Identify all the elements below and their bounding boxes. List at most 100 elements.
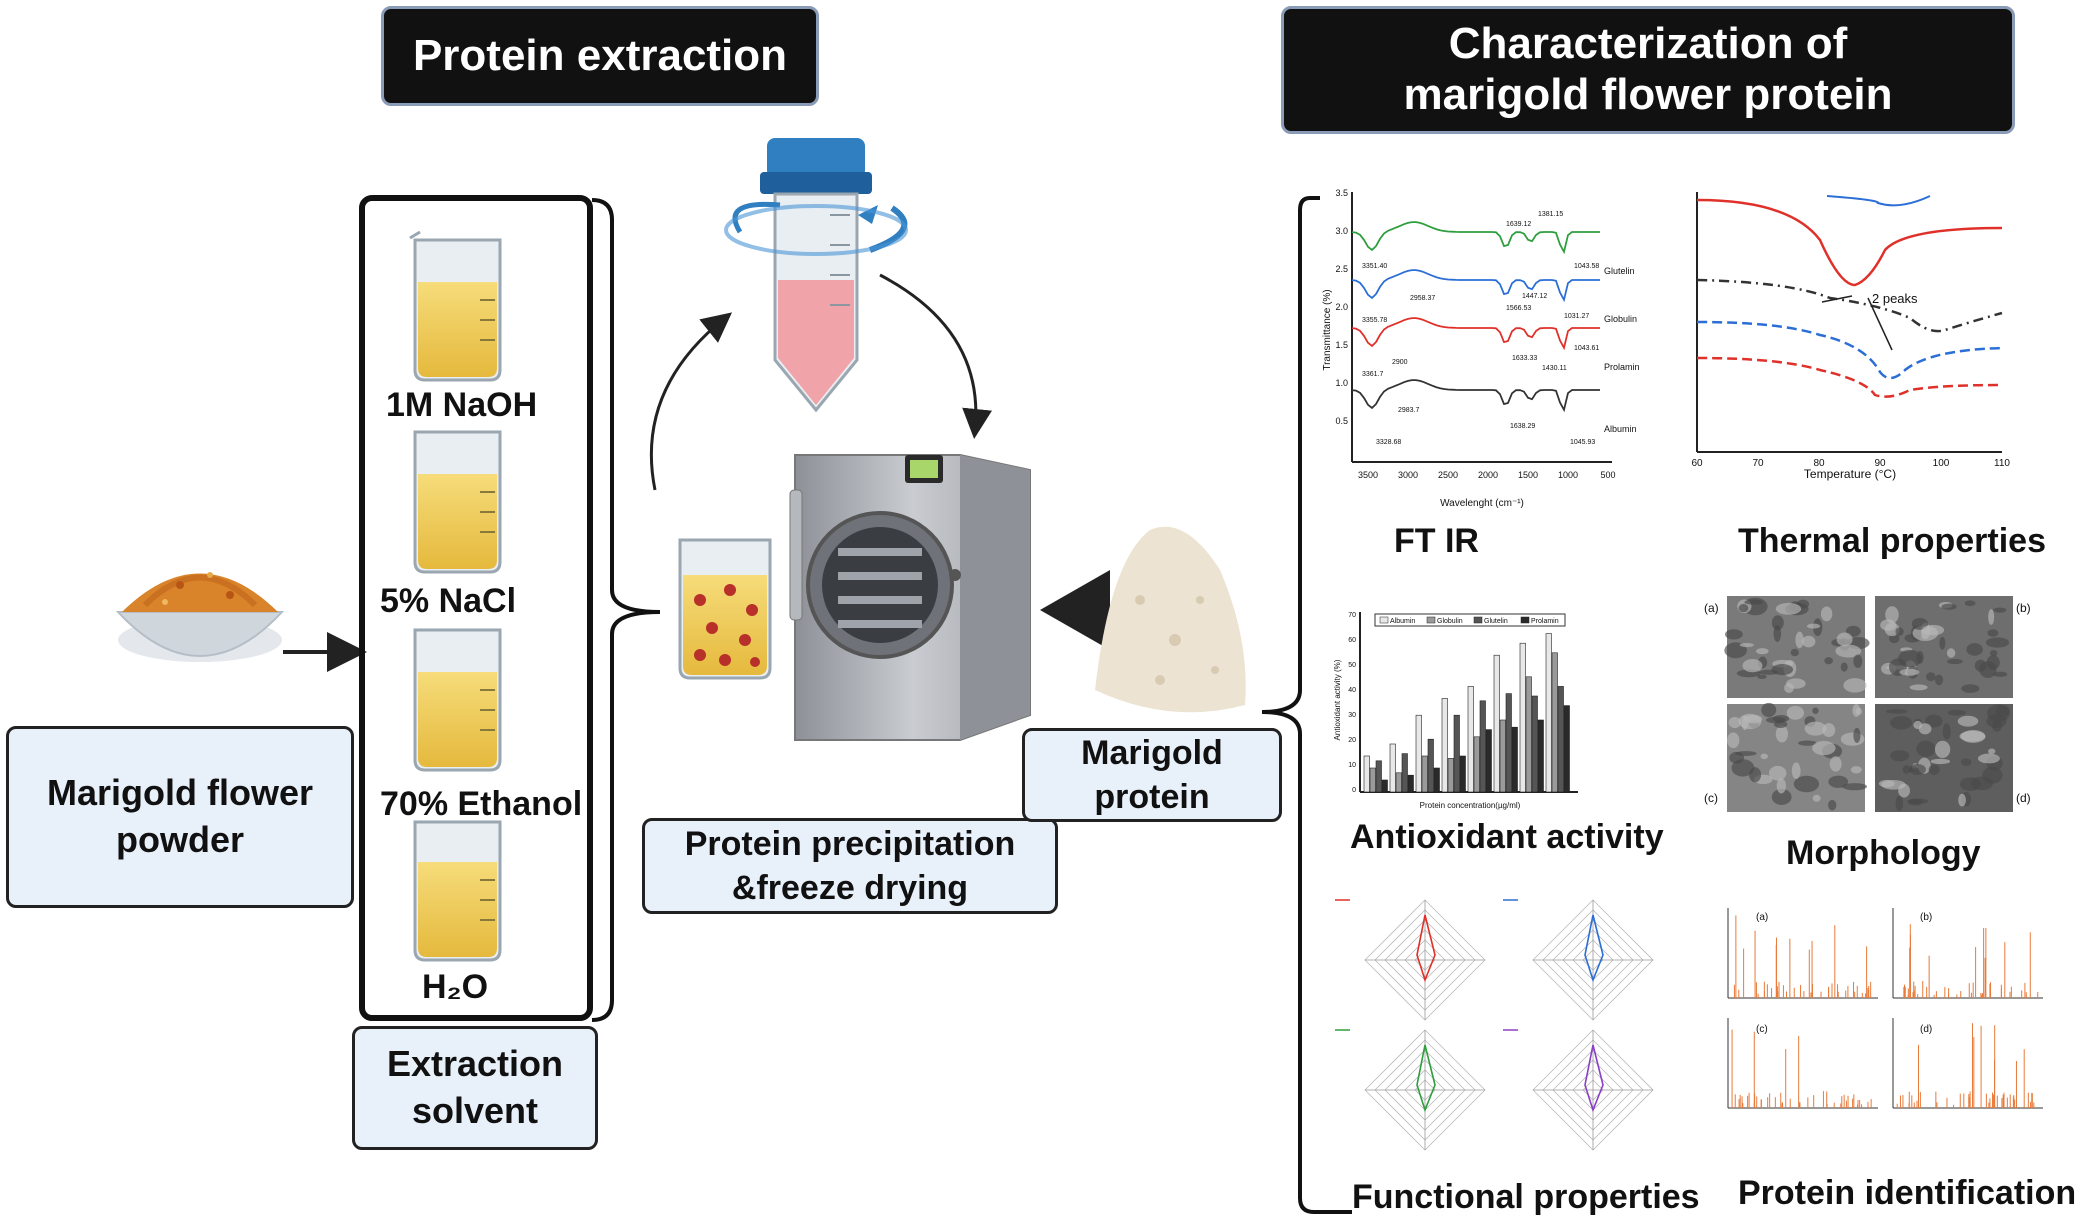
sem-particle <box>1988 609 1995 625</box>
radar-series <box>1584 1044 1604 1113</box>
sem-particle <box>1885 606 1899 624</box>
ftir-peak-label: 3355.78 <box>1362 317 1387 324</box>
caption-identification: Protein identification <box>1738 1174 2077 1212</box>
ftir-series-line <box>1351 379 1600 413</box>
ftir-peak-label: 1381.15 <box>1538 211 1563 218</box>
ftir-x-tick: 1500 <box>1518 470 1538 480</box>
sem-particle <box>1791 762 1801 780</box>
sem-particle <box>1786 705 1804 720</box>
antioxidant-bar <box>1389 743 1396 793</box>
sem-particle <box>1890 716 1913 730</box>
ftir-x-tick: 500 <box>1600 470 1615 480</box>
antioxidant-legend-swatch <box>1426 616 1436 624</box>
protein-powder-icon <box>1095 526 1246 713</box>
extraction-solvent-line2: solvent <box>411 1090 539 1131</box>
ftir-series-line <box>1351 269 1600 303</box>
radar-series <box>1416 1044 1436 1113</box>
ftir-series-label: Glutelin <box>1604 266 1635 276</box>
sem-label-c: (c) <box>1704 791 1718 805</box>
antioxidant-bar <box>1427 738 1434 793</box>
extraction-solvent-label: Extraction solvent <box>352 1026 598 1150</box>
sem-particle <box>1760 753 1768 760</box>
ftir-peak-label: 2958.37 <box>1410 295 1435 302</box>
antioxidant-legend-label: Prolamin <box>1531 618 1559 625</box>
sem-particle <box>1798 740 1817 746</box>
sem-particle <box>1840 662 1848 672</box>
sem-particle <box>1768 765 1787 781</box>
sem-particle <box>1982 766 2003 784</box>
characterization-brace <box>1261 196 1352 1214</box>
sem-particle <box>1738 713 1762 730</box>
ftir-peak-label: 3361.7 <box>1362 371 1384 378</box>
marigold-powder-bowl-icon <box>115 572 285 662</box>
sem-particle <box>1890 750 1910 762</box>
precipitate-beaker-icon <box>678 538 772 680</box>
antioxidant-bar <box>1485 729 1492 793</box>
antioxidant-legend-swatch <box>1520 616 1530 624</box>
ftir-series-line <box>1351 317 1600 351</box>
antioxidant-bar <box>1537 719 1544 793</box>
radar-series <box>1584 914 1604 983</box>
protein-extraction-title-text: Protein extraction <box>412 30 788 80</box>
ftir-series-label: Prolamin <box>1604 362 1640 372</box>
marigold-powder-label: Marigold flower powder <box>6 726 354 908</box>
sem-particle <box>1908 767 1918 772</box>
spectrum-label-b: (b) <box>1920 912 1932 923</box>
sem-particle <box>1930 758 1951 765</box>
antioxidant-y-tick: 60 <box>1348 637 1356 644</box>
sem-particle <box>1742 659 1763 673</box>
antioxidant-legend-swatch <box>1473 616 1483 624</box>
ftir-peak-label: 1447.12 <box>1522 293 1547 300</box>
antioxidant-legend-label: Glutelin <box>1484 618 1508 625</box>
ftir-peak-label: 3351.40 <box>1362 263 1387 270</box>
sem-label-b: (b) <box>2016 601 2031 615</box>
sem-particle <box>1835 644 1862 658</box>
antioxidant-bar <box>1557 686 1564 793</box>
ftir-peak-label: 3328.68 <box>1376 439 1401 446</box>
sem-particle <box>1959 777 1981 791</box>
antioxidant-bar <box>1447 758 1454 793</box>
precipitation-line1: Protein precipitation <box>684 824 1016 863</box>
sem-particle <box>1958 793 1966 807</box>
sem-particle <box>1756 648 1769 655</box>
thermal-xlabel: Temperature (°C) <box>1804 467 1896 481</box>
sem-particle <box>1771 788 1792 806</box>
sem-particle <box>1795 631 1804 649</box>
sem-particle <box>1993 671 2008 677</box>
sem-particle <box>1731 759 1755 777</box>
antioxidant-y-tick: 50 <box>1348 662 1356 669</box>
sem-particle <box>1840 732 1865 746</box>
thermal-curve-5 <box>1696 356 2003 398</box>
thermal-curve-3 <box>1696 278 2003 333</box>
antioxidant-bar <box>1531 695 1538 793</box>
sem-particle <box>1790 648 1799 657</box>
sem-particle <box>1964 600 1976 607</box>
caption-ftir: FT IR <box>1394 522 1479 560</box>
sem-particle <box>1934 674 1944 686</box>
ftir-peak-label: 1566.53 <box>1506 305 1531 312</box>
precipitation-line2: &freeze drying <box>731 869 969 907</box>
sem-particle <box>1852 704 1861 717</box>
antioxidant-y-tick: 30 <box>1348 712 1356 719</box>
sem-particle <box>1960 758 1972 766</box>
ftir-y-tick: 3.0 <box>1335 226 1348 236</box>
sem-particle <box>1828 799 1837 811</box>
marigold-protein-line2: protein <box>1094 778 1210 816</box>
caption-morphology: Morphology <box>1786 834 1981 872</box>
thermal-x-tick: 110 <box>1994 458 2010 469</box>
ftir-series-line <box>1351 221 1600 255</box>
ftir-series-label: Globulin <box>1604 314 1637 324</box>
sem-particle <box>1989 650 1998 657</box>
antioxidant-y-tick: 10 <box>1348 762 1356 769</box>
sem-particle <box>1895 627 1904 636</box>
ftir-peak-label: 2983.7 <box>1398 407 1420 414</box>
ftir-xlabel: Wavelenght (cm⁻¹) <box>1440 498 1524 509</box>
sem-particle <box>1925 714 1943 728</box>
arrow-to-freeze-dryer <box>879 273 993 439</box>
sem-particle <box>1946 658 1963 665</box>
antioxidant-bar <box>1473 736 1480 793</box>
ftir-y-tick: 2.0 <box>1335 302 1348 312</box>
sem-particle <box>1725 629 1743 640</box>
sem-particle <box>1812 707 1819 715</box>
sem-particle <box>1907 798 1923 806</box>
